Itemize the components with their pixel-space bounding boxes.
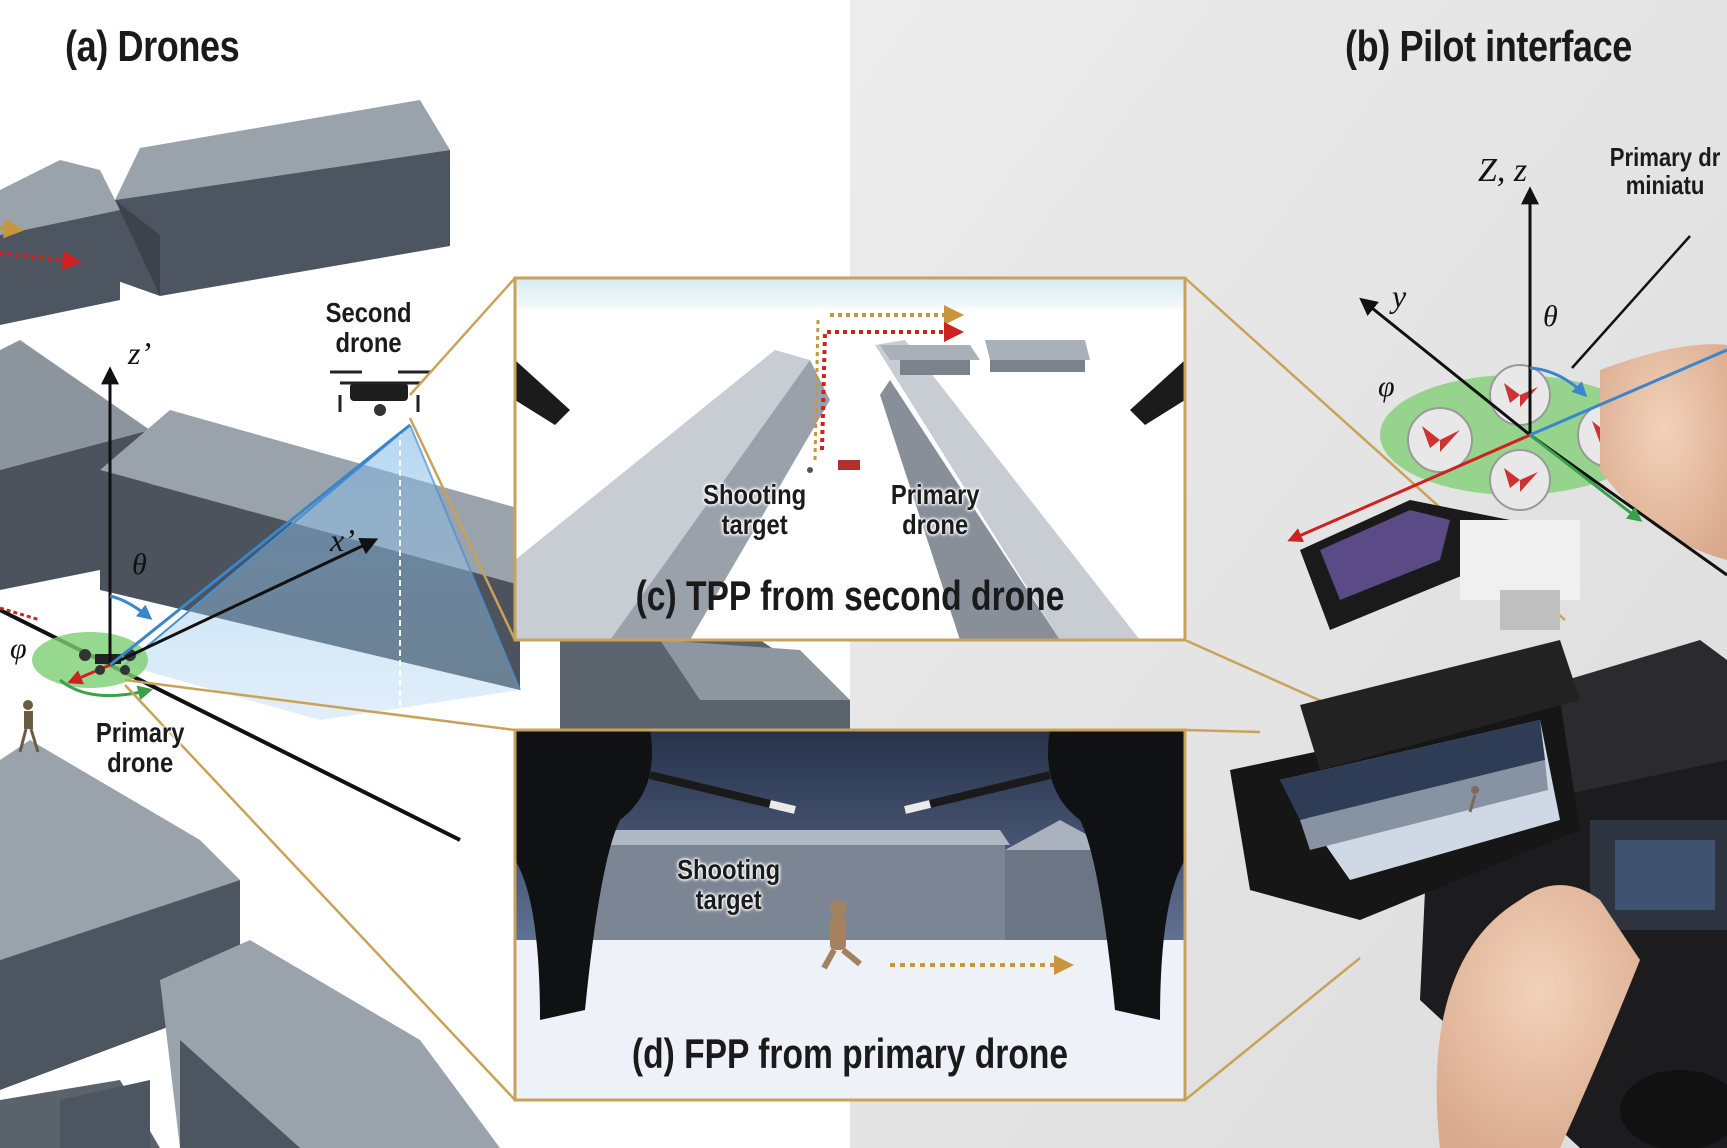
inset-d-frame [513, 728, 1187, 1102]
shooting-target-label-d: Shooting target [677, 854, 781, 916]
angle-label-phi-b: φ [1378, 370, 1395, 403]
inset-d-caption: (d) FPP from primary drone [631, 1030, 1069, 1077]
inset-c-frame [513, 276, 1187, 642]
axis-label-y: y [1392, 278, 1407, 314]
buildings-bottom [0, 740, 500, 1148]
primary-drone-label-c: Primary drone [890, 479, 980, 541]
inset-c-caption: (c) TPP from second drone [635, 572, 1065, 619]
angle-label-theta-b: θ [1543, 300, 1558, 333]
panel-b-title: (b) Pilot interface [1345, 22, 1632, 71]
angle-label-theta-a: θ [132, 548, 147, 581]
miniature-drone [1300, 364, 1650, 630]
primary-drone-label-a: Primary drone [95, 717, 185, 779]
second-drone-label: Second drone [325, 297, 412, 359]
inset-d-graphic [515, 730, 1185, 1100]
panel-a-title: (a) Drones [65, 22, 240, 71]
axis-label-x-prime: x’ [330, 522, 355, 558]
axis-label-z-prime: z’ [128, 335, 152, 371]
buildings-top [0, 100, 450, 325]
shooting-target-label-c: Shooting target [703, 479, 807, 541]
phone-clamp [1230, 640, 1580, 920]
person-figure-a [18, 700, 40, 753]
angle-label-phi-a: φ [10, 632, 27, 665]
inset-c-graphic [515, 278, 1185, 640]
second-drone-icon [330, 370, 430, 416]
primary-miniature-label: Primary dr miniatu [1609, 142, 1721, 201]
axis-label-Zz: Z, z [1478, 152, 1528, 189]
